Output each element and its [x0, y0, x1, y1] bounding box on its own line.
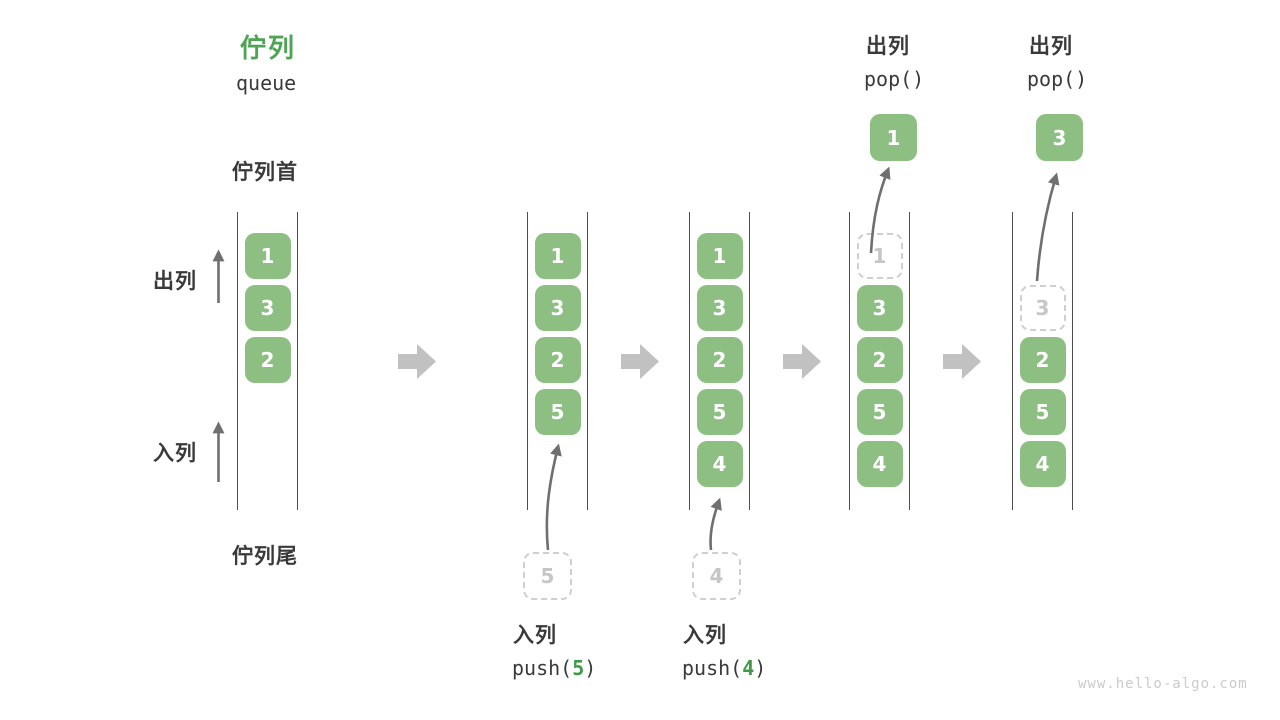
- queue-cell: 4: [856, 441, 903, 487]
- incoming-cell-ghost: 5: [523, 552, 572, 600]
- queue-cell-ghost: 3: [1019, 285, 1066, 331]
- queue-cell: 4: [1019, 441, 1066, 487]
- queue-cell: 1: [244, 233, 291, 279]
- block-arrow: [943, 344, 981, 379]
- block-arrow: [398, 344, 436, 379]
- queue-cell: 5: [534, 389, 581, 435]
- push-code-suffix: ): [754, 656, 767, 680]
- dequeue-direction-label: 出列: [153, 270, 197, 293]
- pop-op-code: pop(): [864, 67, 925, 91]
- pop-op-label: 出列: [1029, 35, 1073, 58]
- queue-cell: 5: [696, 389, 743, 435]
- queue-cell: 3: [696, 285, 743, 331]
- queue-cell: 5: [856, 389, 903, 435]
- push-arrow: [545, 443, 562, 551]
- push-op-code: push(4): [682, 656, 766, 680]
- popped-cell: 3: [1036, 114, 1083, 161]
- queue-column-state-3: 1 3 2 5 4: [689, 212, 750, 510]
- push-code-arg: 5: [572, 656, 585, 680]
- queue-cell: 2: [534, 337, 581, 383]
- push-arrow: [709, 497, 722, 551]
- push-op-label: 入列: [513, 624, 557, 647]
- queue-cell: 2: [1019, 337, 1066, 383]
- page-subtitle: queue: [236, 71, 297, 95]
- queue-cell: 2: [856, 337, 903, 383]
- queue-cell: 1: [696, 233, 743, 279]
- block-arrow: [621, 344, 659, 379]
- incoming-cell-ghost: 4: [692, 552, 741, 600]
- queue-cell: 2: [696, 337, 743, 383]
- push-code-prefix: push(: [512, 656, 573, 680]
- push-code-suffix: ): [584, 656, 597, 680]
- block-arrow: [783, 344, 821, 379]
- queue-column-state-4: 1 3 2 5 4: [849, 212, 910, 510]
- queue-cell-ghost: 1: [856, 233, 903, 279]
- queue-cell: 2: [244, 337, 291, 383]
- queue-column-state-1: 1 3 2: [237, 212, 298, 510]
- page-title: 佇列: [240, 33, 297, 63]
- queue-cell: 3: [244, 285, 291, 331]
- push-code-prefix: push(: [682, 656, 743, 680]
- pop-op-code: pop(): [1027, 67, 1088, 91]
- pop-arrow: [869, 166, 891, 254]
- queue-column-state-5: 3 2 5 4: [1012, 212, 1073, 510]
- queue-cell: 5: [1019, 389, 1066, 435]
- queue-column-state-2: 1 3 2 5: [527, 212, 588, 510]
- queue-cell: 4: [696, 441, 743, 487]
- queue-rear-label: 佇列尾: [232, 545, 298, 568]
- queue-cell: 3: [856, 285, 903, 331]
- popped-cell: 1: [870, 114, 917, 161]
- watermark: www.hello-algo.com: [1078, 676, 1248, 692]
- push-code-arg: 4: [742, 656, 755, 680]
- enqueue-direction-label: 入列: [153, 442, 197, 465]
- push-op-label: 入列: [683, 624, 727, 647]
- queue-cell: 1: [534, 233, 581, 279]
- push-op-code: push(5): [512, 656, 596, 680]
- pop-arrow: [1035, 172, 1060, 282]
- queue-front-label: 佇列首: [232, 161, 298, 184]
- queue-cell: 3: [534, 285, 581, 331]
- pop-op-label: 出列: [866, 35, 910, 58]
